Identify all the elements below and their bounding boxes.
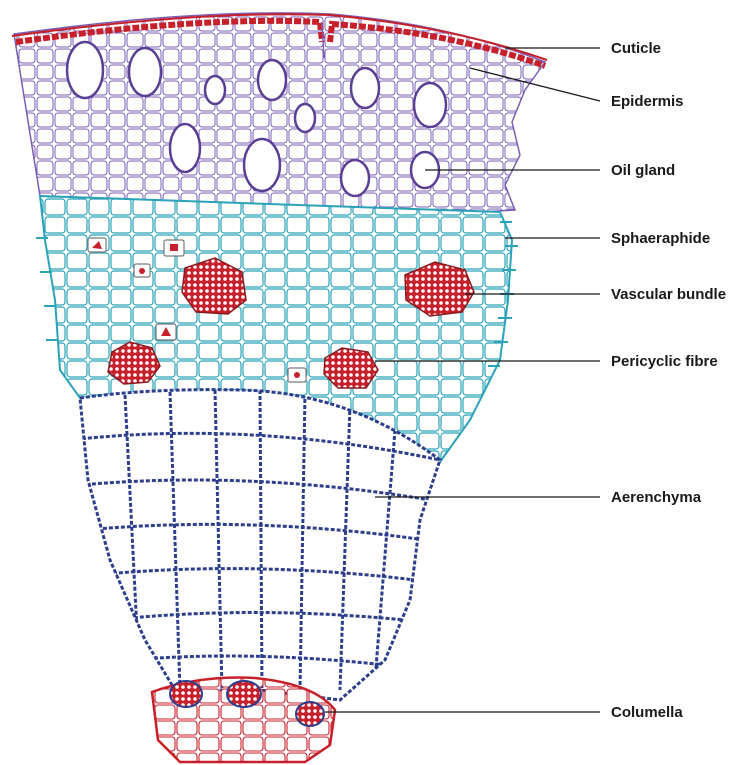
oil-gland bbox=[351, 68, 379, 108]
oil-gland bbox=[67, 42, 103, 98]
sphaeraphide bbox=[164, 240, 184, 256]
outer-cortex bbox=[14, 13, 545, 212]
columella-bundle bbox=[296, 702, 324, 726]
sphaeraphide bbox=[134, 264, 150, 277]
columella-bundle bbox=[170, 681, 202, 707]
oil-gland bbox=[129, 48, 161, 96]
pericyclic-fibre bbox=[324, 348, 378, 388]
oil-gland bbox=[244, 139, 280, 191]
columella-bundle bbox=[227, 681, 261, 707]
label-epidermis: Epidermis bbox=[611, 93, 684, 110]
sphaeraphide bbox=[156, 324, 176, 340]
label-columella: Columella bbox=[611, 704, 683, 721]
label-aerenchyma: Aerenchyma bbox=[611, 489, 701, 506]
sphaeraphide bbox=[288, 368, 306, 382]
oil-gland bbox=[414, 83, 446, 127]
columella-tissue bbox=[152, 678, 335, 762]
label-vascular-bundle: Vascular bundle bbox=[611, 286, 726, 303]
oil-gland bbox=[205, 76, 225, 104]
oil-gland bbox=[170, 124, 200, 172]
aerenchyma-tissue bbox=[70, 390, 440, 700]
oil-gland bbox=[258, 60, 286, 100]
oil-gland bbox=[341, 160, 369, 196]
label-sphaeraphide: Sphaeraphide bbox=[611, 230, 710, 247]
sphaeraphide bbox=[88, 238, 106, 252]
label-pericyclic-fibre: Pericyclic fibre bbox=[611, 353, 718, 370]
oil-gland bbox=[295, 104, 315, 132]
label-cuticle: Cuticle bbox=[611, 40, 661, 57]
label-oil-gland: Oil gland bbox=[611, 162, 675, 179]
